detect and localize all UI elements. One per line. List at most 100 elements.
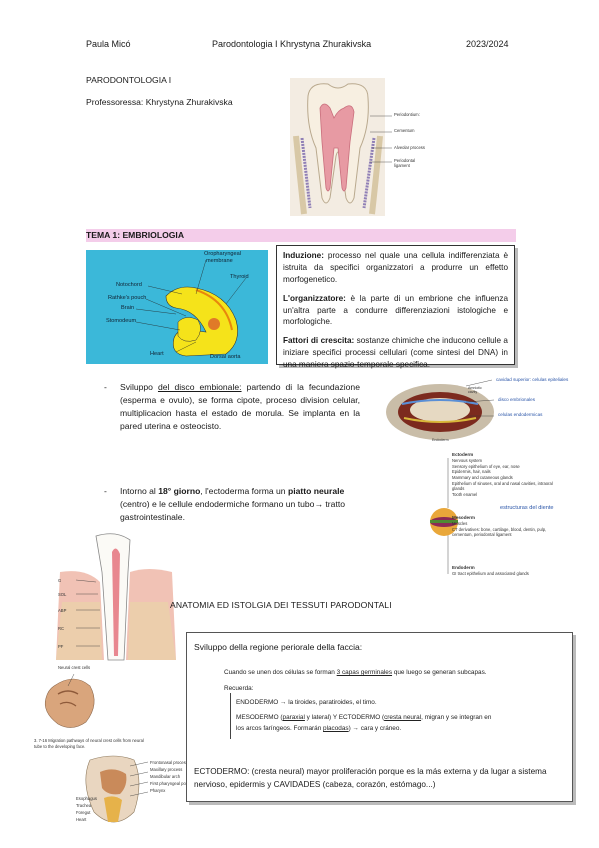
disc-label-disco: disco embrionales <box>498 397 536 402</box>
face-label: Heart <box>76 817 87 822</box>
perio-label-rc: RC <box>58 626 65 631</box>
def-induzione-text: processo nel quale una cellula indiffere… <box>283 251 508 284</box>
germ-layers-figure <box>430 458 458 574</box>
face-label: Mandibular arch <box>150 774 181 779</box>
bullet2-mid: , l'ectoderma forma un <box>200 486 288 496</box>
periorale-title: Sviluppo della regione periorale della f… <box>194 642 363 652</box>
mesodermo-line: MESODERMO (paraxial y lateral) Y ECTODER… <box>236 713 558 723</box>
tooth-label-periodontium: Periodontium: <box>394 112 420 117</box>
embryo-label-heart: Heart <box>150 351 164 357</box>
tooth-label-periodontal: Periodontal <box>394 158 416 163</box>
face-label: Pharynx <box>150 788 166 793</box>
endoderm-item: GI tract epithelium and associated gland… <box>452 571 529 576</box>
face-label: Foregut <box>76 810 91 815</box>
endodermo-line: ENDODERMO → la tiroides, paratiroides, e… <box>236 699 377 706</box>
def-fattori-text: sostanze chimiche che inducono cellule a… <box>283 336 508 370</box>
bullet2-end: tratto gastrointestinale. <box>120 498 346 522</box>
line1-underlined: 3 capas germinales <box>336 669 393 676</box>
endoderm-list: GI tract epithelium and associated gland… <box>452 571 562 577</box>
embryo-label-membrane: membrane <box>206 258 233 264</box>
embryo-small-caption: 3. 7-16 Migration pathways of neural cre… <box>34 738 144 749</box>
bullet2-body: (centro) e le cellule endodermiche forma… <box>120 498 315 509</box>
section-embriologia-title: TEMA 1: EMBRIOLOGIA <box>86 230 185 240</box>
meso2-suffix: ) → cara y cráneo. <box>348 725 402 732</box>
disc-label-cavity: cavity <box>468 390 478 394</box>
disc-label-cavidad: cavidad superior: celulas epiteliales <box>496 377 569 382</box>
ectoderm-item: Nervous system <box>452 458 483 463</box>
meso-cresta-neural: cresta neural <box>384 714 422 721</box>
bullet-dash: - <box>104 486 107 496</box>
ectodermo-summary: ECTODERMO: (cresta neural) mayor prolife… <box>194 767 547 789</box>
tooth-label-cementum: Cementum <box>394 128 415 133</box>
def-fattori: Fattori di crescita: sostanze chimiche c… <box>283 335 508 371</box>
header-course: Parodontologia I Khrystyna Zhurakivska <box>212 39 372 49</box>
face-label: Esophagus <box>76 796 97 801</box>
meso-placodas: placodas <box>323 725 349 732</box>
bullet2-piatto-neurale: piatto neurale <box>287 486 345 496</box>
embryo-small-label-neural-crest: Neural crest cells <box>58 665 91 670</box>
mesodermo-line2: los arcos faríngeos. Formarán placodas) … <box>236 724 401 734</box>
recuerda-divider <box>230 693 231 739</box>
embryo-label-notochord: Notochord <box>116 282 142 288</box>
disc-label-endoderm: Endoderm <box>432 438 449 442</box>
perio-label-pf: PF <box>58 644 64 649</box>
meso2-prefix: los arcos faríngeos. Formarán <box>236 725 324 732</box>
tooth-anatomy-figure <box>290 78 392 216</box>
ectoderm-title: Ectoderm <box>452 452 474 457</box>
embryonic-disc-figure <box>386 379 495 440</box>
face-label: Frontonasal process <box>150 760 188 765</box>
def-induzione-term: Induzione: <box>283 251 324 260</box>
ectoderm-item: Mammary and cutaneous glands <box>452 475 513 481</box>
ectoderm-item: Epithelium of sinuses, oral and nasal ca… <box>452 480 553 492</box>
def-organizzatore: L'organizzatore: è la parte di un embrio… <box>283 293 508 329</box>
face-label: Maxillary process <box>150 767 183 772</box>
meso-mid2: , migran y se integran en <box>421 714 492 721</box>
section-embriologia-bar: TEMA 1: EMBRIOLOGIA <box>86 229 516 242</box>
def-induzione: Induzione: processo nel quale una cellul… <box>283 250 508 286</box>
embryo-label-oropharyngeal: Oropharyngeal <box>204 251 242 257</box>
bullet1-underlined: del disco embionale: <box>157 382 242 392</box>
embryo-label-dorsal-aorta: Dorsal aorta <box>210 354 241 360</box>
meso-prefix: MESODERMO ( <box>236 714 283 721</box>
mesoderm-title: Mesoderm <box>452 515 475 520</box>
header-author: Paula Micó <box>86 39 131 49</box>
meso-paraxial: paraxial <box>282 714 305 721</box>
disc-label-endodermicas: celulas endodermicas <box>498 412 543 417</box>
perio-label-sol: SOL <box>58 592 67 597</box>
def-fattori-term: Fattori di crescita: <box>283 336 355 346</box>
perio-label-abp: ABP <box>58 608 67 613</box>
definitions-box: Induzione: processo nel quale una cellul… <box>276 245 515 369</box>
bullet-disco-embrionale: -Sviluppo del disco embionale: partendo … <box>104 381 360 433</box>
bullet-dash: - <box>104 382 107 392</box>
professor-line: Professoressa: Khrystyna Zhurakivska <box>86 97 233 107</box>
bullet1-prefix: Sviluppo <box>120 382 158 392</box>
header-year: 2023/2024 <box>466 39 509 49</box>
def-organizzatore-term: L'organizzatore: <box>283 293 346 303</box>
periorale-line1: Cuando se unen dos células se forman 3 c… <box>224 668 487 678</box>
endoderm-title: Endoderm <box>452 565 475 570</box>
tooth-label-ligament: ligament <box>394 163 410 168</box>
ectoderm-item: Tooth enamel <box>452 492 478 498</box>
tooth-label-alveolar: Alveolar process <box>394 145 425 150</box>
ectoderm-item: Epidermis, hair, nails <box>452 469 491 475</box>
periorale-box <box>186 632 573 802</box>
subject-title: PARODONTOLOGIA I <box>86 75 172 85</box>
embryo-label-stomodeum: Stomodeum <box>106 318 137 324</box>
mesoderm-item: CT derivatives: bone, cartilage, blood, … <box>452 526 547 538</box>
def-organizzatore-text: è la parte di un embrione che influenza … <box>283 293 508 327</box>
mesoderm-item: Muscles <box>452 521 468 526</box>
ectoderm-item: Sensory epithelium of eye, ear, nose <box>452 463 520 469</box>
disc-label-amniotic: Amniotic <box>468 386 482 390</box>
bullet2-prefix: Intorno al <box>120 486 159 496</box>
embryo-head-figure <box>86 250 268 364</box>
face-section-figure <box>85 755 149 823</box>
embryo-label-rathke: Rathke's pouch <box>108 295 147 301</box>
ectoderm-list: Nervous system Sensory epithelium of eye… <box>452 458 562 498</box>
embryo-label-brain: Brain <box>121 305 135 311</box>
face-label: Trachea <box>76 803 92 808</box>
section-anatomia-title: ANATOMIA ED ISTOLGIA DEI TESSUTI PARODON… <box>170 600 392 610</box>
estructuras-diente-label: estructuras del diente <box>500 505 554 511</box>
arrow-right-icon: → <box>314 498 324 509</box>
bullet2-giorno: 18° giorno <box>158 486 201 496</box>
perio-label-g: G <box>58 578 62 583</box>
